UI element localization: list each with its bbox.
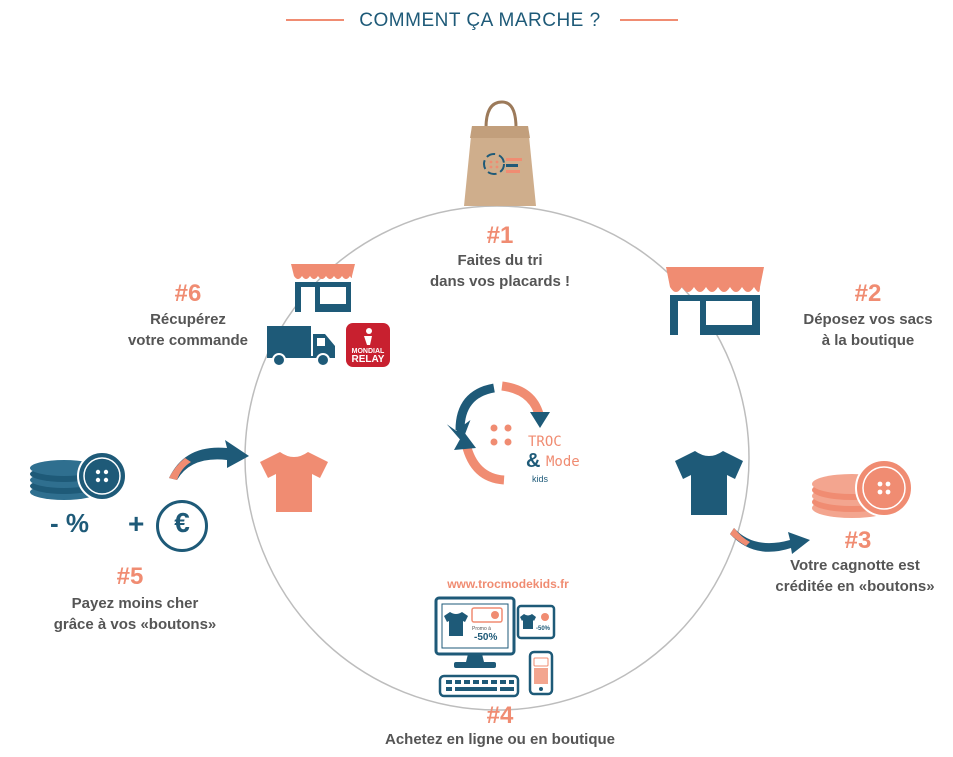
troc-mode-logo-icon [446, 381, 550, 485]
section-header: COMMENT ÇA MARCHE ? [0, 8, 953, 34]
screen-promo-big: -50% [474, 632, 497, 643]
shopping-bag-icon [464, 100, 536, 206]
euro-circle-icon [156, 500, 208, 552]
plus-label: + [128, 508, 145, 539]
relay-figure-icon [364, 328, 372, 345]
step-1-line-2: dans vos placards ! [429, 273, 571, 290]
shop-icon [666, 267, 764, 335]
step-6-line-2: votre commande [127, 332, 249, 349]
logo-sub: kids [532, 474, 549, 484]
header-line-right [620, 19, 678, 21]
step-4-number: #4 [486, 702, 514, 729]
website-url: www.trocmodekids.fr [447, 577, 569, 591]
mondial-relay-logo: MONDIAL RELAY [346, 323, 390, 367]
screen-promo-small: Promo à [472, 626, 491, 632]
tablet-promo: -50% [536, 626, 551, 632]
step-3-line-1: Votre cagnotte est [790, 557, 920, 574]
arrow-up-right-icon [169, 440, 249, 480]
devices-icon: Promo à -50% -50% [434, 596, 556, 698]
coins-orange-icon [812, 459, 913, 518]
page-title: COMMENT ÇA MARCHE ? [359, 10, 601, 31]
step-2-number: #2 [854, 280, 882, 307]
minus-percent-label: - % [50, 508, 89, 538]
step-2-line-1: Déposez vos sacs [803, 311, 933, 328]
tshirt-blue-icon [675, 451, 743, 515]
step-5-number: #5 [116, 563, 144, 590]
arrow-right-icon [730, 528, 810, 554]
step-6-number: #6 [174, 280, 202, 307]
step-3-line-2: créditée en «boutons» [775, 578, 935, 595]
shop-small-icon [291, 264, 355, 312]
relay-text-bottom: RELAY [351, 354, 385, 365]
delivery-truck-icon [267, 326, 335, 367]
step-3-number: #3 [844, 527, 872, 554]
coins-blue-icon [30, 452, 127, 501]
step-5-line-2: grâce à vos «boutons» [53, 616, 217, 633]
step-2-line-2: à la boutique [821, 332, 915, 349]
euro-label: € [174, 507, 190, 538]
step-6-line-1: Récupérez [150, 311, 226, 328]
relay-text-top: MONDIAL [351, 348, 385, 355]
step-1-line-1: Faites du tri [457, 252, 543, 269]
step-1-number: #1 [486, 222, 514, 249]
logo-word-troc: TROC [528, 434, 562, 450]
step-5-line-1: Payez moins cher [71, 595, 199, 612]
logo-ampersand: & [526, 450, 541, 472]
logo-word-mode: Mode [546, 454, 580, 470]
tshirt-orange-icon [260, 452, 328, 512]
header-line-left [286, 19, 344, 21]
step-4-line-1: Achetez en ligne ou en boutique [384, 731, 615, 748]
